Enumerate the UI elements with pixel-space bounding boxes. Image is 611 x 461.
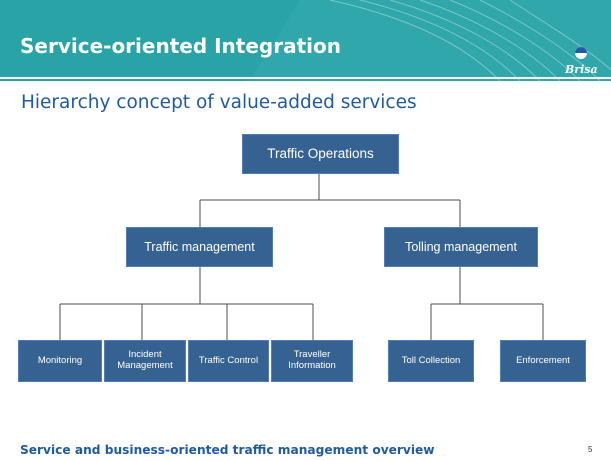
header-decoration <box>0 0 611 81</box>
node-traffic-operations: Traffic Operations <box>242 134 399 174</box>
node-enforcement: Enforcement <box>500 340 586 382</box>
logo-text: Brisa <box>565 63 598 76</box>
node-tolling-management: Tolling management <box>384 227 538 267</box>
header-banner: Service-oriented Integration Brisa <box>0 0 611 81</box>
node-traffic-control: Traffic Control <box>188 340 269 382</box>
node-toll-collection: Toll Collection <box>388 340 474 382</box>
node-traffic-management: Traffic management <box>126 227 273 267</box>
node-traveller-information: Traveller Information <box>271 340 353 382</box>
slide-subtitle: Hierarchy concept of value-added service… <box>21 92 417 113</box>
node-incident-management: Incident Management <box>104 340 186 382</box>
page-number: 5 <box>588 445 593 454</box>
node-monitoring: Monitoring <box>18 340 102 382</box>
brisa-logo-icon <box>575 47 587 59</box>
slide-footer: Service and business-oriented traffic ma… <box>20 443 435 457</box>
slide-title: Service-oriented Integration <box>20 34 341 58</box>
